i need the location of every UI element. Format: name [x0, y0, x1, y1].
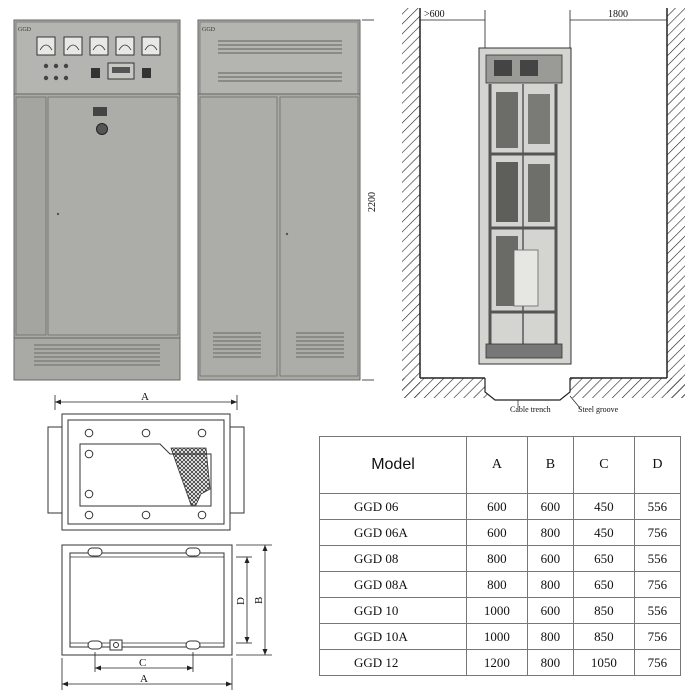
- header-d: D: [633, 436, 682, 494]
- back-upper-vent-2: [218, 70, 342, 84]
- height-label: 2200: [367, 192, 378, 212]
- table-header-row: Model A B C D: [319, 436, 682, 494]
- cell-a: 800: [466, 545, 528, 572]
- cell-b: 800: [526, 649, 574, 676]
- table-row: GGD 06 600 600 450 556: [319, 493, 682, 520]
- header-model: Model: [319, 436, 467, 494]
- cell-d: 556: [633, 545, 682, 572]
- height-dimension: 2200: [362, 19, 378, 381]
- cell-model: GGD 06A: [319, 519, 467, 546]
- base-dim-d-label: D: [235, 597, 247, 605]
- table-row: GGD 10A 1000 800 850 756: [319, 623, 682, 650]
- back-vent-right: [296, 330, 344, 360]
- table-row: GGD 08 800 600 650 556: [319, 545, 682, 572]
- back-door-left: [199, 96, 278, 377]
- cell-a: 600: [466, 519, 528, 546]
- cell-b: 600: [526, 597, 574, 624]
- dimension-table: Model A B C D GGD 06 600 600 450 556 GGD…: [319, 436, 682, 676]
- cell-c: 850: [572, 597, 635, 624]
- cell-a: 800: [466, 571, 528, 598]
- cell-b: 600: [526, 545, 574, 572]
- table-row: GGD 08A 800 800 650 756: [319, 571, 682, 598]
- cell-model: GGD 08A: [319, 571, 467, 598]
- cell-c: 850: [572, 623, 635, 650]
- indicator-lights: [43, 63, 69, 81]
- cell-c: 650: [572, 545, 635, 572]
- cell-model: GGD 12: [319, 649, 467, 676]
- base-dim-a-label: A: [140, 673, 148, 685]
- front-badge-text: GGD: [18, 27, 32, 33]
- top-dim-a-label: A: [141, 391, 149, 403]
- base-dim-c-label: C: [139, 657, 146, 669]
- cable-trench: [484, 378, 571, 401]
- cell-d: 756: [633, 571, 682, 598]
- base-dim-b-label: B: [253, 597, 265, 604]
- base-frame-drawing: D B C A: [61, 544, 272, 690]
- cell-a: 1200: [466, 649, 528, 676]
- mounting-holes: [84, 428, 207, 520]
- front-clearance-label: >600: [424, 9, 445, 20]
- cell-d: 756: [633, 623, 682, 650]
- cell-a: 600: [466, 493, 528, 520]
- selector-switch: [91, 68, 100, 78]
- door-lock: [96, 123, 108, 135]
- table-row: GGD 06A 600 800 450 756: [319, 519, 682, 546]
- cell-b: 800: [526, 623, 574, 650]
- front-vent: [34, 344, 160, 368]
- frame-slots: [87, 547, 201, 651]
- cell-b: 600: [526, 493, 574, 520]
- back-cabinet: GGD: [197, 19, 361, 381]
- cell-c: 450: [572, 519, 635, 546]
- table-row: GGD 10 1000 600 850 556: [319, 597, 682, 624]
- meter-row: [36, 36, 161, 56]
- open-cabinet-frame: [478, 47, 572, 365]
- cell-c: 450: [572, 493, 635, 520]
- back-vent-left: [213, 330, 261, 360]
- cell-model: GGD 08: [319, 545, 467, 572]
- back-clearance-label: 1800: [608, 9, 628, 20]
- back-badge-text: GGD: [202, 27, 216, 33]
- table-row: GGD 12 1200 800 1050 756: [319, 649, 682, 676]
- cell-d: 556: [633, 493, 682, 520]
- cell-c: 650: [572, 571, 635, 598]
- header-b: B: [526, 436, 574, 494]
- front-cabinet: GGD: [13, 19, 181, 381]
- header-a: A: [466, 436, 528, 494]
- cell-a: 1000: [466, 597, 528, 624]
- cell-d: 556: [633, 597, 682, 624]
- cell-d: 756: [633, 519, 682, 546]
- front-door: [47, 96, 179, 336]
- cell-b: 800: [526, 519, 574, 546]
- header-c: C: [572, 436, 635, 494]
- top-view-drawing: A: [47, 391, 245, 531]
- cell-model: GGD 10: [319, 597, 467, 624]
- cell-model: GGD 06: [319, 493, 467, 520]
- cell-model: GGD 10A: [319, 623, 467, 650]
- hatched-corner: [170, 447, 211, 506]
- door-handle: [93, 107, 107, 116]
- cell-a: 1000: [466, 623, 528, 650]
- selector-switch-2: [142, 68, 151, 78]
- back-upper-vent-1: [218, 40, 342, 54]
- cable-trench-label: Cable trench: [510, 405, 551, 414]
- installation-diagram: >600 1800 Cable trench Steel groove: [402, 8, 685, 414]
- cell-c: 1050: [572, 649, 635, 676]
- steel-groove-label: Steel groove: [578, 405, 619, 414]
- cell-b: 800: [526, 571, 574, 598]
- cell-d: 756: [633, 649, 682, 676]
- back-door-right: [279, 96, 359, 377]
